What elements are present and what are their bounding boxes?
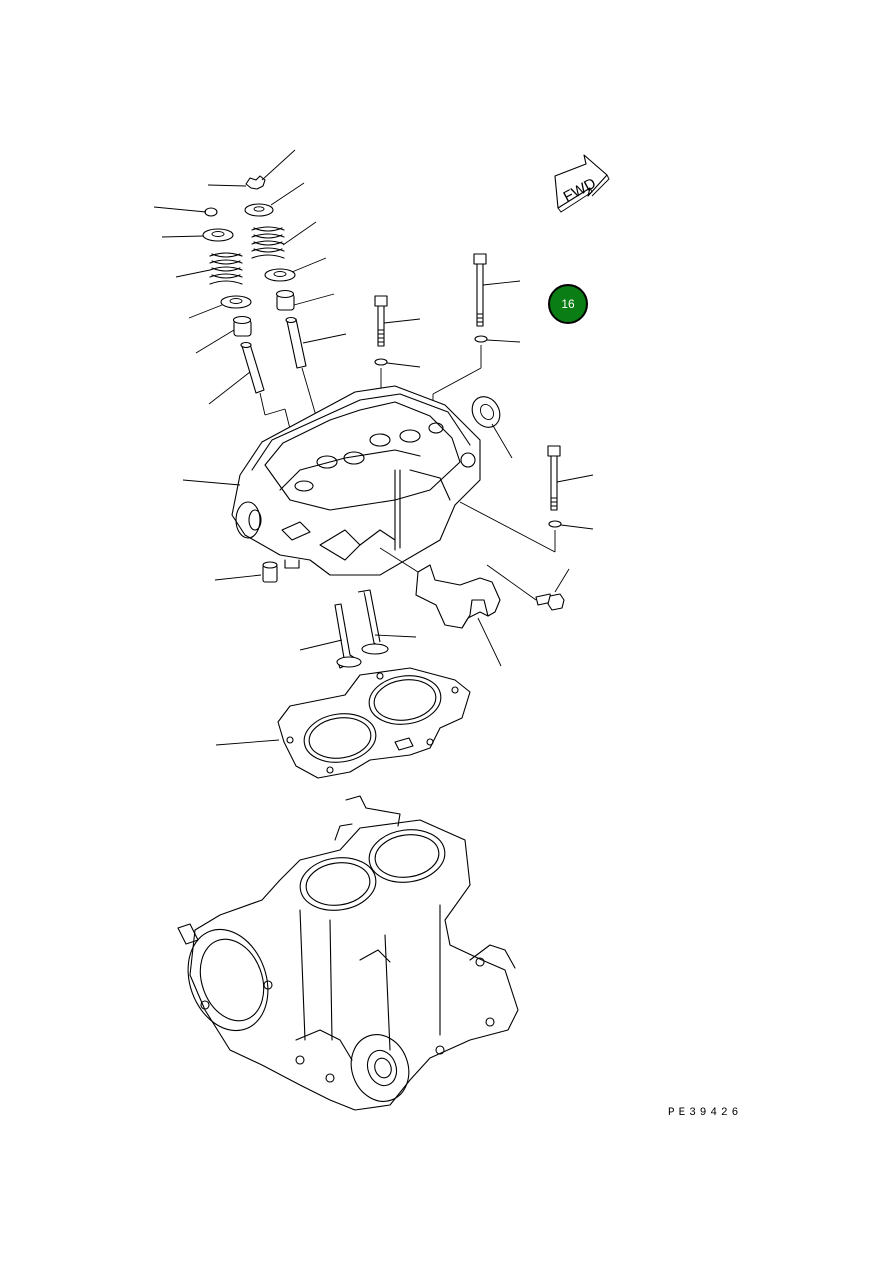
dowel-pin bbox=[214, 561, 278, 583]
spring-retainer-left bbox=[161, 228, 234, 242]
hanger-bracket bbox=[379, 547, 502, 667]
intake-valve bbox=[299, 603, 362, 669]
valve-spring-right bbox=[251, 221, 317, 259]
head-gasket bbox=[215, 667, 471, 779]
valve-cotter-right bbox=[207, 149, 296, 190]
head-bolt-long bbox=[473, 253, 521, 327]
valve-spring-left bbox=[175, 252, 243, 285]
spring-seat-left bbox=[188, 295, 252, 319]
valve-cotter-left bbox=[153, 206, 218, 217]
cylinder-head bbox=[182, 385, 481, 576]
exhaust-valve bbox=[357, 589, 417, 655]
oil-seal bbox=[471, 396, 513, 459]
spring-retainer-right bbox=[244, 182, 305, 217]
spring-seat-right bbox=[264, 257, 327, 282]
washer-right-bolt bbox=[459, 501, 594, 553]
valve-stem-seal-right bbox=[275, 289, 335, 311]
valve-guide-left bbox=[208, 341, 306, 489]
head-bolt-right bbox=[547, 445, 594, 511]
cylinder-block bbox=[177, 795, 519, 1111]
callout-number-16[interactable]: 16 bbox=[548, 284, 588, 324]
head-bolt-short bbox=[374, 295, 421, 347]
drawing-code: PE39426 bbox=[668, 1107, 743, 1119]
bracket-bolt bbox=[486, 564, 570, 611]
valve-stem-seal-left bbox=[195, 315, 252, 354]
fwd-arrow-icon: FWD bbox=[554, 154, 610, 213]
